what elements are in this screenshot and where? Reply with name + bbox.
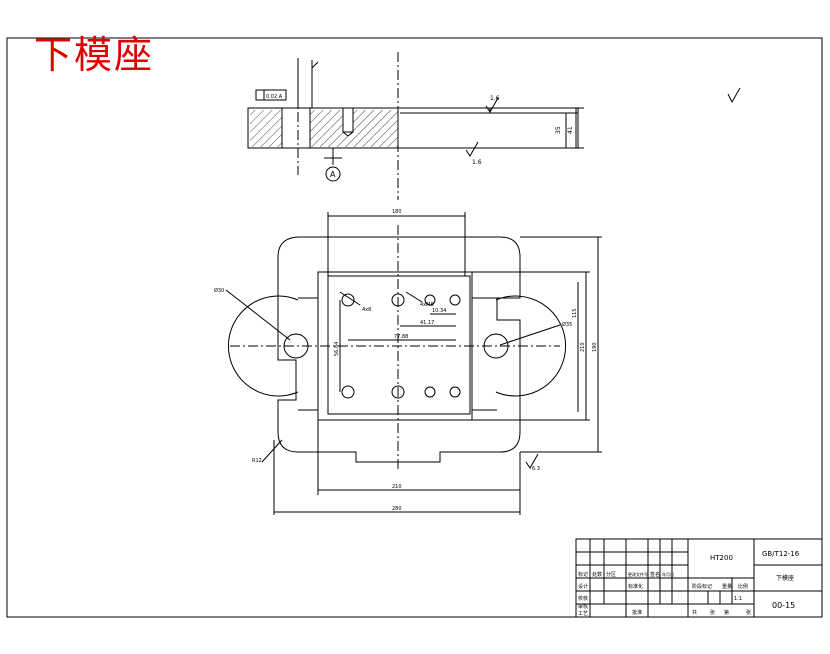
scale-qty: 1:1 xyxy=(734,596,742,602)
datum-label: A xyxy=(330,170,336,179)
dim-pitch-a: 41.17 xyxy=(420,320,434,326)
stage-label: 阶段标记 xyxy=(692,583,712,590)
row-review: 审核 xyxy=(578,603,588,610)
std-label: 标准化 xyxy=(628,583,643,590)
dim-bottom-inner: 210 xyxy=(392,484,402,490)
ratio-label: 比例 xyxy=(738,583,748,590)
drawing-number: 00-15 xyxy=(772,601,795,610)
header-count: 处数 xyxy=(592,571,602,578)
dim-boss-right: Ø35 xyxy=(562,321,572,328)
dim-bottom-overall: 280 xyxy=(392,506,402,512)
dim-pitch-b: 10.34 xyxy=(432,308,446,314)
plan-view xyxy=(225,212,602,515)
header-zone: 分区 xyxy=(606,571,616,578)
dim-right-overall: 190 xyxy=(592,342,598,352)
title-block xyxy=(575,538,823,618)
section-view xyxy=(247,52,741,200)
header-change: 更改文件号 xyxy=(628,571,648,577)
approve-label: 批准 xyxy=(632,609,642,616)
sheet-total: 共 xyxy=(692,609,697,616)
header-sign: 签名 xyxy=(650,571,660,578)
part-name-small: 下模座 xyxy=(776,574,794,582)
header-date: 年月日 xyxy=(662,571,674,577)
plan-labels: 180 210 280 210 190 115 77.88 41.17 10.3… xyxy=(214,209,598,512)
dim-hole-mid: 4xM8 xyxy=(420,302,434,308)
dim-top-width: 180 xyxy=(392,209,402,215)
dim-left-vertical: 56.84 xyxy=(334,342,340,356)
row-process: 工艺 xyxy=(578,611,588,617)
drawing-border xyxy=(6,37,823,618)
row-design: 设计 xyxy=(578,583,588,590)
dim-right-small: 115 xyxy=(572,308,578,318)
sheet-no: 第 xyxy=(724,609,729,616)
dim-boss-left: Ø30 xyxy=(214,287,224,294)
frame-label: 0.02 A xyxy=(266,94,283,100)
weight-label: 重量 xyxy=(722,583,732,590)
std-code: GB/T12-16 xyxy=(762,550,800,558)
roughness-top: 1.6 xyxy=(490,95,500,102)
roughness-bottom: 1.6 xyxy=(472,159,482,166)
dim-hole-left: 4x8 xyxy=(362,307,371,313)
sheet-unit1: 张 xyxy=(710,609,715,616)
roughness-corner: 6.3 xyxy=(532,466,540,472)
title-block-text: HT200 GB/T12-16 下模座 00-15 1:1 标记 设计 校核 审… xyxy=(578,550,800,617)
material-label: HT200 xyxy=(710,554,733,562)
drawing-title: 下模座 xyxy=(34,33,155,77)
dim-corner-radius: R12 xyxy=(252,458,262,464)
row-mark: 标记 xyxy=(578,571,588,578)
dim-hole-span: 77.88 xyxy=(394,334,408,340)
section-labels: A 0.02 A 1.6 1.6 35 41 xyxy=(266,94,574,179)
thickness-inner: 35 xyxy=(555,126,562,134)
dim-right-inner: 210 xyxy=(580,342,586,352)
row-check: 校核 xyxy=(578,595,588,602)
thickness-outer: 41 xyxy=(567,126,574,134)
sheet-unit2: 张 xyxy=(746,609,751,616)
